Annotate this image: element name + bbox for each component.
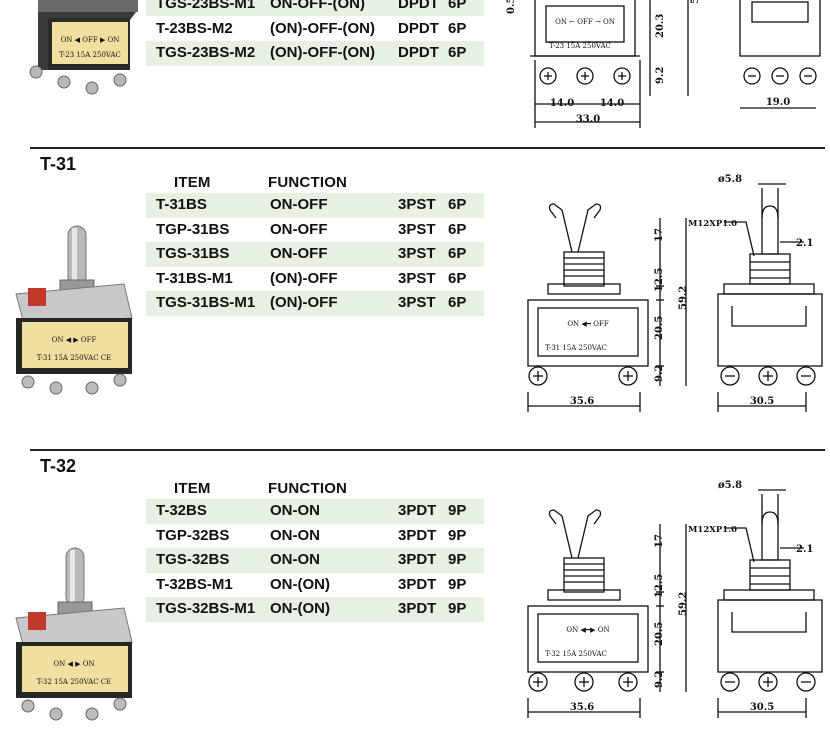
- svg-text:59.2: 59.2: [678, 286, 689, 310]
- header-item: ITEM: [174, 174, 211, 191]
- svg-text:20.5: 20.5: [654, 316, 665, 340]
- section-title-t31: T-31: [40, 154, 77, 174]
- svg-text:M12XP1.0: M12XP1.0: [688, 219, 737, 229]
- svg-text:0.5: 0.5: [506, 0, 517, 14]
- svg-text:30.5: 30.5: [750, 702, 774, 713]
- svg-text:ø5.8: ø5.8: [718, 174, 742, 185]
- section-title-t32: T-32: [40, 456, 77, 476]
- table-row: TGP-32BS ON-ON 3PDT 9P: [156, 526, 467, 544]
- header-function: FUNCTION: [268, 480, 348, 497]
- table-row: TGS-23BS-M2 (ON)-OFF-(ON) DPDT 6P: [146, 41, 484, 66]
- drawing-t31: ON ◀━ OFF T-31 15A 250VAC 17 12.5 20.5 9…: [527, 174, 823, 412]
- svg-text:T-32 15A 250VAC CE: T-32 15A 250VAC CE: [37, 678, 112, 686]
- svg-text:17: 17: [654, 228, 665, 242]
- svg-text:ON ◀ OFF ▶ ON: ON ◀ OFF ▶ ON: [61, 36, 120, 44]
- svg-text:ON ← OFF → ON: ON ← OFF → ON: [555, 18, 615, 26]
- section-divider-t32: [30, 449, 825, 451]
- svg-text:33.0: 33.0: [576, 114, 600, 125]
- table-row: T-32BS ON-ON 3PDT 9P: [146, 499, 484, 524]
- switch-photo-t31: ON ◀ ▶ OFF T-31 15A 250VAC CE: [15, 225, 133, 395]
- svg-text:12.5: 12.5: [654, 574, 665, 598]
- svg-text:9.2: 9.2: [654, 671, 665, 688]
- svg-text:ON ◀━ OFF: ON ◀━ OFF: [567, 320, 609, 328]
- drawing-t32: ON ◀━▶ ON T-32 15A 250VAC 17 12.5 20.5 9…: [527, 480, 823, 718]
- svg-text:ON ◀ ▶ OFF: ON ◀ ▶ OFF: [52, 336, 97, 344]
- header-function: FUNCTION: [268, 174, 348, 191]
- svg-text:T-23 15A 250VAC: T-23 15A 250VAC: [59, 51, 121, 59]
- svg-text:14.0: 14.0: [600, 98, 624, 109]
- svg-text:20.5: 20.5: [654, 622, 665, 646]
- table-row: T-31BS ON-OFF 3PST 6P: [146, 193, 484, 218]
- svg-text:14.0: 14.0: [550, 98, 574, 109]
- table-row: TGS-31BS-M1 (ON)-OFF 3PST 6P: [146, 291, 484, 316]
- svg-text:35.6: 35.6: [570, 396, 594, 407]
- svg-text:T-31 15A 250VAC: T-31 15A 250VAC: [545, 344, 607, 352]
- table-t32: T-32BS ON-ON 3PDT 9P TGP-32BS ON-ON 3PDT…: [146, 499, 484, 622]
- table-row: T-23BS-M2 (ON)-OFF-(ON) DPDT 6P: [156, 19, 467, 37]
- svg-text:5: 5: [690, 0, 701, 4]
- svg-text:12.5: 12.5: [654, 268, 665, 292]
- table-row: T-32BS-M1 ON-(ON) 3PDT 9P: [156, 575, 467, 593]
- table-row: TGP-31BS ON-OFF 3PST 6P: [156, 220, 467, 238]
- table-row: TGS-32BS-M1 ON-(ON) 3PDT 9P: [146, 597, 484, 622]
- svg-text:59.2: 59.2: [678, 592, 689, 616]
- svg-text:2.1: 2.1: [796, 238, 813, 249]
- svg-text:ON ◀━▶ ON: ON ◀━▶ ON: [566, 626, 609, 634]
- svg-text:T-31 15A 250VAC CE: T-31 15A 250VAC CE: [37, 354, 112, 362]
- switch-photo-t23: ON ◀ OFF ▶ ON T-23 15A 250VAC: [29, 0, 138, 95]
- table-row: T-31BS-M1 (ON)-OFF 3PST 6P: [156, 269, 467, 287]
- table-row: TGS-31BS ON-OFF 3PST 6P: [146, 242, 484, 267]
- svg-text:2.1: 2.1: [796, 544, 813, 555]
- svg-text:T-23 15A 250VAC: T-23 15A 250VAC: [549, 42, 611, 50]
- svg-text:19.0: 19.0: [766, 97, 790, 108]
- svg-text:30.5: 30.5: [750, 396, 774, 407]
- svg-text:T-32 15A 250VAC: T-32 15A 250VAC: [545, 650, 607, 658]
- table-row: TGS-32BS ON-ON 3PDT 9P: [146, 548, 484, 573]
- section-divider-t31: [30, 147, 825, 149]
- svg-text:17: 17: [654, 534, 665, 548]
- drawing-t23: ON ← OFF → ON T-23 15A 250VAC 0.5 20.3 9…: [506, 0, 821, 128]
- svg-text:ON ◀ ▶ ON: ON ◀ ▶ ON: [53, 660, 94, 668]
- svg-text:9.2: 9.2: [655, 67, 666, 84]
- table-row: TGS-23BS-M1 ON-OFF-(ON) DPDT 6P: [156, 0, 467, 12]
- table-t31: T-31BS ON-OFF 3PST 6P TGP-31BS ON-OFF 3P…: [146, 193, 484, 316]
- svg-text:M12XP1.0: M12XP1.0: [688, 525, 737, 535]
- switch-photo-t32: ON ◀ ▶ ON T-32 15A 250VAC CE: [15, 547, 133, 721]
- table-t23: TGS-23BS-M1 ON-OFF-(ON) DPDT 6P T-23BS-M…: [146, 0, 484, 66]
- svg-text:20.3: 20.3: [655, 14, 666, 38]
- header-item: ITEM: [174, 480, 211, 497]
- svg-text:35.6: 35.6: [570, 702, 594, 713]
- svg-text:ø5.8: ø5.8: [718, 480, 742, 491]
- svg-text:9.2: 9.2: [654, 365, 665, 382]
